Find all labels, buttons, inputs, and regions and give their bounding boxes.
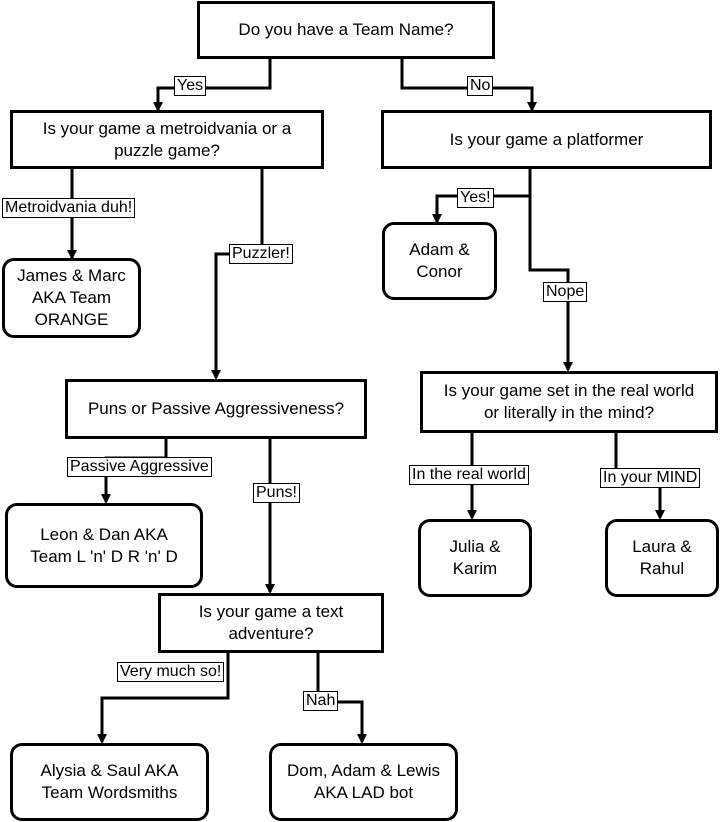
answer-adam-conor: Adam & Conor: [382, 222, 497, 300]
label-very-much: Very much so!: [117, 662, 225, 682]
connector-nope: [528, 196, 573, 372]
label-yes: Yes: [174, 76, 207, 96]
connector-puzzler: [211, 168, 264, 380]
answer-alysia-saul: Alysia & Saul AKA Team Wordsmiths: [10, 743, 209, 821]
label-real-world: In the real world: [409, 465, 529, 485]
label-your-mind: In your MIND: [600, 468, 701, 488]
label-nah: Nah: [303, 691, 339, 711]
connector-nah: [316, 652, 367, 744]
question-platformer: Is your game a platformer: [381, 110, 712, 169]
question-text-adventure: Is your game a text adventure?: [158, 593, 384, 653]
question-puns-or-passive: Puns or Passive Aggressiveness?: [65, 379, 367, 439]
question-real-world-or-mind: Is your game set in the real world or li…: [420, 371, 718, 433]
connector-very-much: [97, 652, 230, 744]
connector-yes: [153, 58, 272, 112]
label-puzzler: Puzzler!: [229, 244, 293, 264]
answer-dom-adam-lewis: Dom, Adam & Lewis AKA LAD bot: [269, 743, 458, 821]
answer-leon-dan: Leon & Dan AKA Team L 'n' D R 'n' D: [5, 503, 203, 588]
label-metroidvania: Metroidvania duh!: [2, 198, 136, 218]
label-puns: Puns!: [253, 483, 300, 503]
label-no: No: [467, 76, 494, 96]
label-yes-excl: Yes!: [457, 188, 494, 208]
question-metroidvania-or-puzzle: Is your game a metroidvania or a puzzle …: [10, 110, 324, 169]
label-passive-aggressive: Passive Aggressive: [67, 457, 212, 477]
answer-laura-rahul: Laura & Rahul: [605, 519, 719, 597]
question-team-name: Do you have a Team Name?: [197, 1, 495, 59]
label-nope: Nope: [543, 282, 588, 302]
answer-julia-karim: Julia & Karim: [418, 519, 532, 597]
answer-james-marc: James & Marc AKA Team ORANGE: [2, 258, 141, 338]
